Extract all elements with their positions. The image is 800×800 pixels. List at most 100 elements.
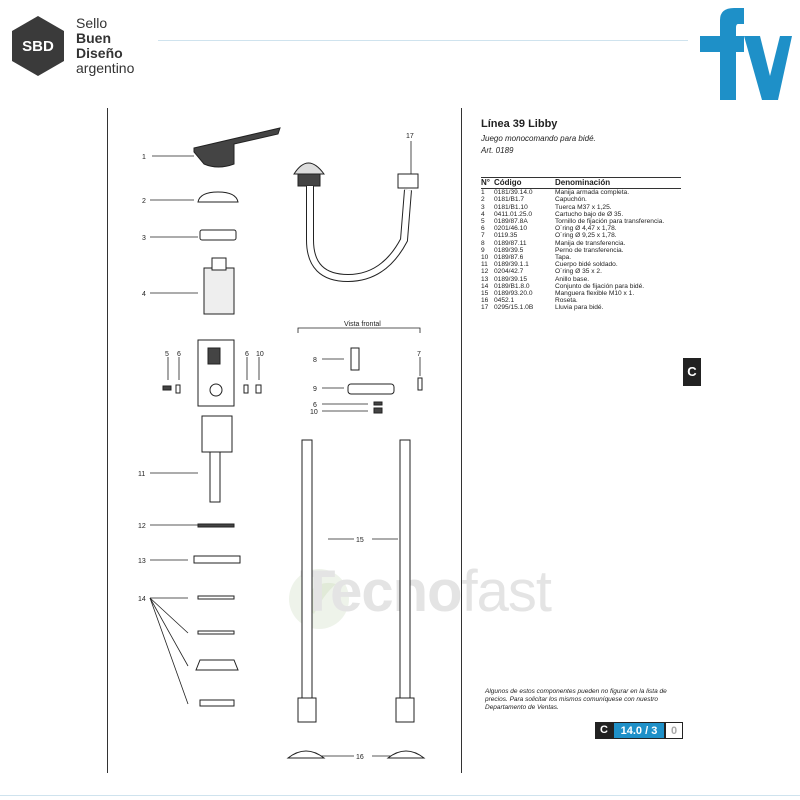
row-code: 0189/93.20.0 xyxy=(494,290,533,298)
row-number: 2 xyxy=(481,196,485,204)
table-row: 15 0189/93.20.0 Manguera flexible M10 x 1. xyxy=(481,290,681,297)
row-code: 0201/46.10 xyxy=(494,225,528,233)
table-row: 6 0201/46.10 O´ring Ø 4,47 x 1,78. xyxy=(481,225,681,232)
row-name: Perno de transferencia. xyxy=(555,246,624,254)
part-12-oring xyxy=(197,523,235,528)
row-number: 16 xyxy=(481,297,489,305)
row-name: Tapa. xyxy=(555,254,572,262)
header-name: Denominación xyxy=(555,176,681,190)
row-code: 0181/B1.7 xyxy=(494,196,525,204)
table-row: 2 0181/B1.7 Capuchón. xyxy=(481,196,681,203)
product-title: Línea 39 Libby xyxy=(481,118,558,130)
parts-table-header: N° Código Denominación xyxy=(481,176,681,190)
row-name: Anillo base. xyxy=(555,275,590,283)
page-section: C xyxy=(595,722,613,739)
label-7: 7 xyxy=(417,351,421,358)
row-number: 4 xyxy=(481,210,485,218)
label-8: 8 xyxy=(313,357,317,364)
row-name: O´ring Ø 9,25 x 1,78. xyxy=(555,232,617,240)
tecnofast-watermark: Tecnofast xyxy=(300,558,552,625)
row-code: 0181/B1.10 xyxy=(494,203,528,211)
part-17-shower xyxy=(293,162,325,175)
row-code: 0189/39.15 xyxy=(494,275,528,283)
row-number: 6 xyxy=(481,225,485,233)
part-2-cap xyxy=(197,191,239,203)
row-number: 15 xyxy=(481,290,489,298)
parts-table-body: 1 0181/39.14.0 Manija armada completa. 2 018… xyxy=(481,189,681,312)
row-name: Roseta. xyxy=(555,297,578,305)
row-name: Conjunto de fijación para bidé. xyxy=(555,282,645,290)
part-15-hose-right xyxy=(399,439,411,701)
row-name: Capuchón. xyxy=(555,196,587,204)
label-14: 14 xyxy=(138,596,146,603)
row-code: 0189/87.8A xyxy=(494,218,528,226)
row-number: 17 xyxy=(481,304,489,312)
row-name: O´ring Ø 4,47 x 1,78. xyxy=(555,225,617,233)
row-number: 9 xyxy=(481,246,485,254)
label-6c: 6 xyxy=(313,402,317,409)
footer-divider xyxy=(0,795,800,796)
row-name: Tornillo de fijación para transferencia. xyxy=(555,218,665,226)
row-name: Manija de transferencia. xyxy=(555,239,626,247)
fv-logo xyxy=(700,8,792,100)
row-number: 3 xyxy=(481,203,485,211)
label-12: 12 xyxy=(138,523,146,530)
sbd-line-3: Diseño xyxy=(76,45,123,61)
page-number: 14.0 / 3 xyxy=(613,722,665,739)
row-code: 0189/39.1.1 xyxy=(494,261,529,269)
table-row: 3 0181/B1.10 Tuerca M37 x 1,25. xyxy=(481,204,681,211)
availability-note: Algunos de estos componentes pueden no f… xyxy=(485,688,667,711)
sbd-hexagon-logo: SBD xyxy=(12,16,64,76)
label-3: 3 xyxy=(142,235,146,242)
label-16: 16 xyxy=(356,754,364,761)
row-code: 0189/87.6 xyxy=(494,254,524,262)
row-number: 14 xyxy=(481,282,489,290)
row-name: Lluvia para bidé. xyxy=(555,304,604,312)
sbd-line-1: Sello xyxy=(76,15,108,31)
row-code: 0189/39.5 xyxy=(494,246,524,254)
exploded-diagram: 1 2 3 4 5 6 6 10 11 12 13 14 17 Vista fr… xyxy=(138,127,426,761)
product-art: Art. 0189 xyxy=(481,146,514,155)
vista-frontal-label: Vista frontal xyxy=(344,321,381,328)
row-number: 1 xyxy=(481,189,485,197)
parts-drawing xyxy=(162,127,426,759)
section-badge: C xyxy=(683,358,701,386)
label-13: 13 xyxy=(138,558,146,565)
label-17: 17 xyxy=(406,133,414,140)
sbd-label: Sello Buen Diseño argentino xyxy=(76,16,134,76)
row-code: 0204/42.7 xyxy=(494,268,524,276)
part-1-handle xyxy=(193,127,281,168)
label-10: 10 xyxy=(256,351,264,358)
table-row: 10 0189/87.6 Tapa. xyxy=(481,254,681,261)
row-number: 5 xyxy=(481,218,485,226)
watermark-light: fast xyxy=(461,559,552,624)
label-1: 1 xyxy=(142,154,146,161)
label-11: 11 xyxy=(138,471,145,478)
part-8-lever xyxy=(350,347,360,371)
row-name: Tuerca M37 x 1,25. xyxy=(555,203,612,211)
part-4-cartridge xyxy=(203,267,235,315)
row-name: Manija armada completa. xyxy=(555,189,630,197)
product-subtitle: Juego monocomando para bidé. xyxy=(481,134,596,143)
part-3-nut xyxy=(199,229,237,241)
label-5: 5 xyxy=(165,351,169,358)
label-6b: 6 xyxy=(245,351,249,358)
watermark-bold: Tecno xyxy=(300,559,462,624)
part-9-pin xyxy=(347,383,395,395)
label-10b: 10 xyxy=(310,409,318,416)
row-code: 0181/39.14.0 xyxy=(494,189,533,197)
sbd-abbr: SBD xyxy=(22,38,54,55)
part-13-base-ring xyxy=(193,555,241,564)
table-row: 5 0189/87.8A Tornillo de fijación para tra… xyxy=(481,218,681,225)
row-number: 10 xyxy=(481,254,489,262)
table-row: 1 0181/39.14.0 Manija armada completa. xyxy=(481,189,681,197)
header-divider xyxy=(158,40,688,41)
row-name: Manguera flexible M10 x 1. xyxy=(555,290,635,298)
